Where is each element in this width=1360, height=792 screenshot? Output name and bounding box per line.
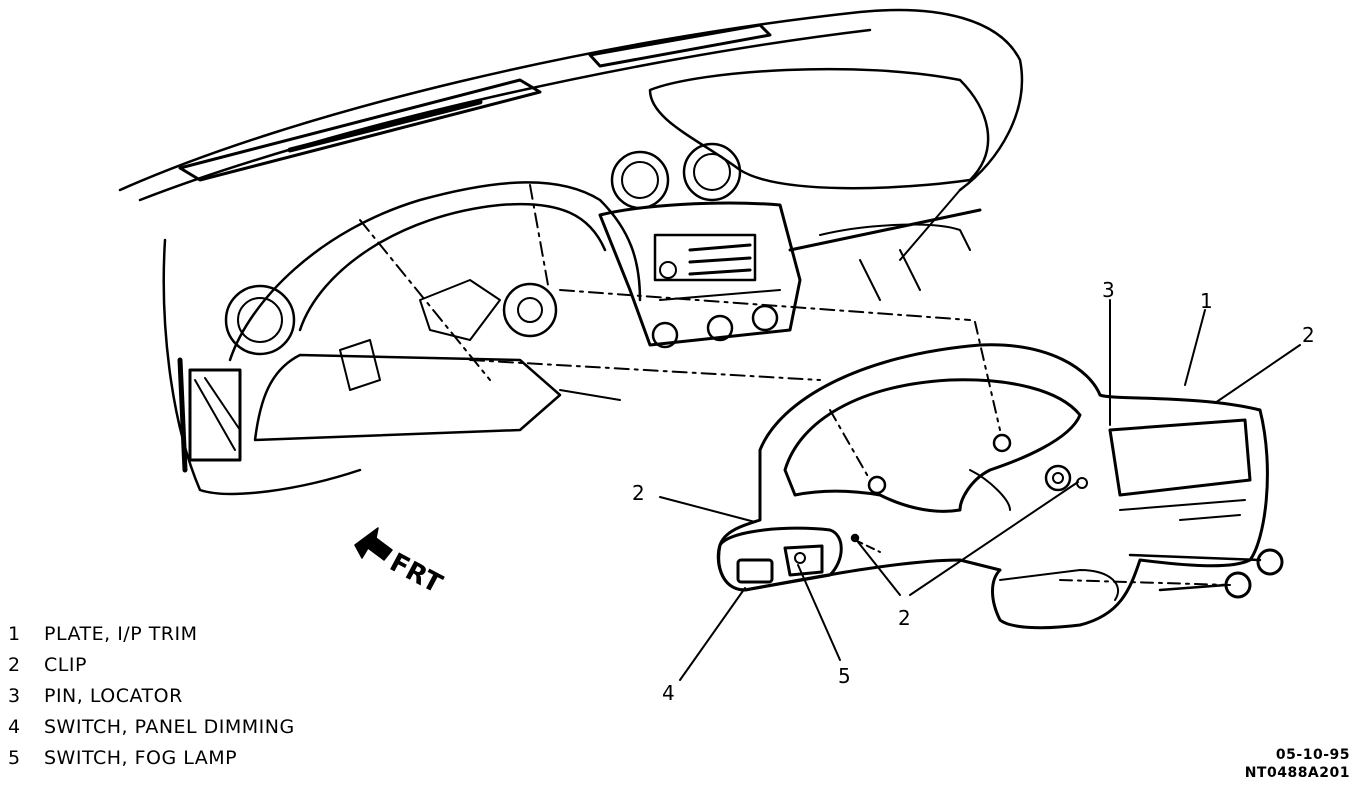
callout-2-right: 2 [1302,323,1315,347]
legend-number: 1 [8,622,21,645]
legend-label: PLATE, I/P TRIM [44,622,198,645]
front-direction-label: FRT [385,548,447,600]
drawing-date: 05-10-95 [1275,747,1350,763]
legend-item: 5 SWITCH, FOG LAMP [8,742,295,773]
legend-number: 2 [8,653,21,676]
legend-label: CLIP [44,653,87,676]
drawing-stamp: 05-10-95 NT0488A201 [1245,746,1350,782]
legend-label: SWITCH, PANEL DIMMING [44,715,295,738]
dashboard-assembly [118,8,1024,496]
legend-item: 1 PLATE, I/P TRIM [8,618,295,649]
callout-4: 4 [662,681,675,705]
callout-2-bottom: 2 [898,606,911,630]
callout-2-left: 2 [632,481,645,505]
legend-number: 3 [8,684,21,707]
legend-number: 5 [8,746,21,769]
callout-leaders [659,299,1301,681]
legend-item: 2 CLIP [8,649,295,680]
callout-5: 5 [838,664,851,688]
drawing-code: NT0488A201 [1244,765,1350,781]
fog-lamp-switch [783,544,824,577]
callout-3: 3 [1102,278,1115,302]
front-direction-indicator: FRT [354,527,447,600]
legend-label: PIN, LOCATOR [44,684,183,707]
front-arrow-icon [354,527,393,561]
parts-legend: 1 PLATE, I/P TRIM 2 CLIP 3 PIN, LOCATOR … [8,618,295,773]
legend-item: 3 PIN, LOCATOR [8,680,295,711]
legend-label: SWITCH, FOG LAMP [44,746,238,769]
panel-dimming-switch [736,558,774,584]
legend-number: 4 [8,715,21,738]
legend-item: 4 SWITCH, PANEL DIMMING [8,711,295,742]
callout-1: 1 [1200,289,1213,313]
ip-trim-plate [716,321,1284,630]
